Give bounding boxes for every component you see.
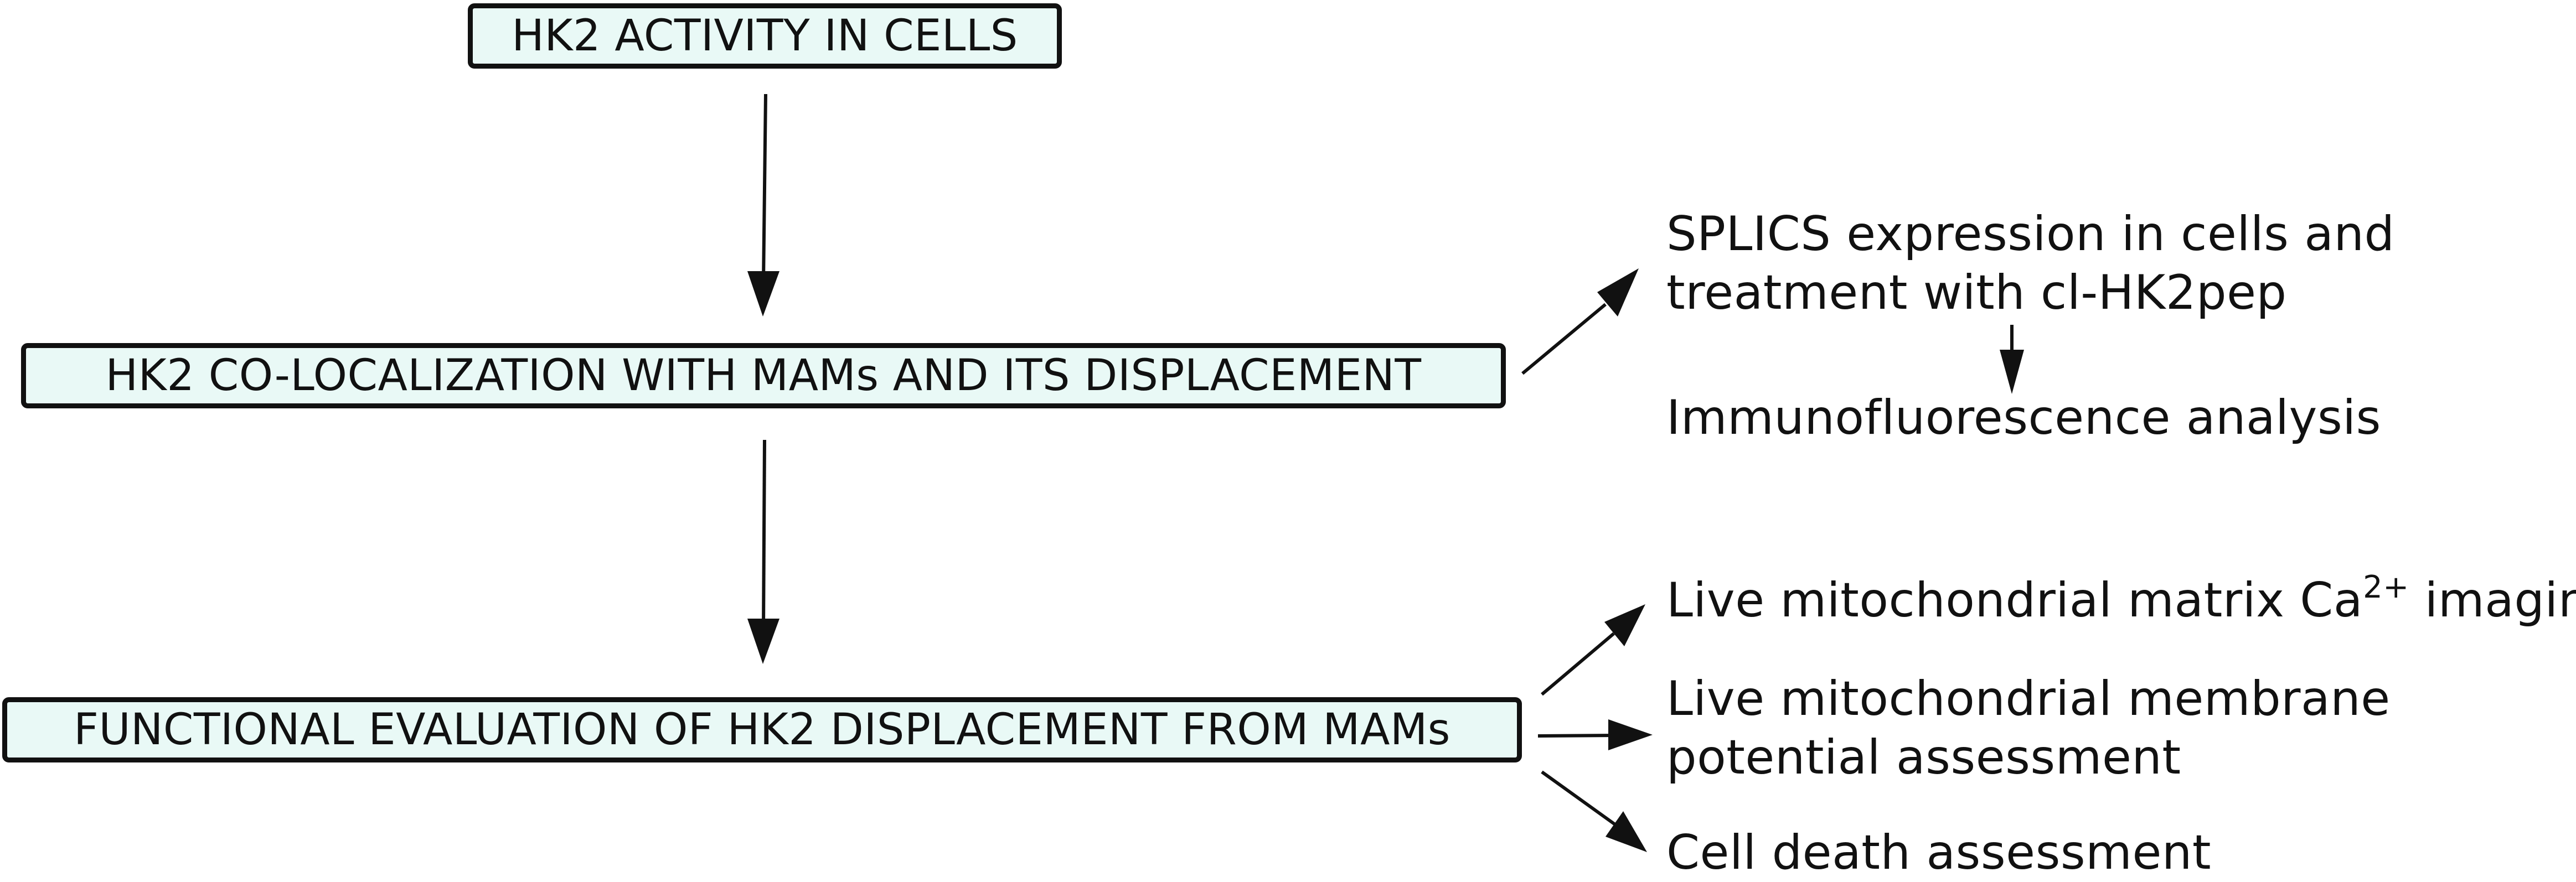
membrane-line-2: potential assessment: [1666, 730, 2181, 785]
hk2-activity-text: HK2 ACTIVITY IN CELLS: [512, 11, 1018, 61]
arrow-activity-to-colocalization: [747, 94, 779, 317]
ca-imaging-suffix: imaging: [2424, 573, 2576, 628]
arrow-functional-to-membrane-potential: [1537, 719, 1653, 750]
ca-imaging-label: Live mitochondrial matrix Ca2+ imaging: [1666, 571, 2576, 630]
ca-imaging-prefix: Live mitochondrial matrix Ca: [1666, 573, 2363, 628]
arrow-splics-to-immunofluorescence: [2000, 325, 2024, 394]
arrow-colocalization-to-functional: [747, 439, 779, 664]
arrow-functional-to-ca-imaging: [1541, 604, 1645, 696]
arrow-colocalization-to-splics: [1521, 268, 1639, 375]
splics-line-1: SPLICS expression in cells and: [1666, 206, 2395, 262]
functional-evaluation-box: FUNCTIONAL EVALUATION OF HK2 DISPLACEMEN…: [2, 697, 1522, 762]
splics-line-2: treatment with cl-HK2pep: [1666, 265, 2287, 320]
membrane-line-1: Live mitochondrial membrane: [1666, 671, 2391, 727]
membrane-potential-label: Live mitochondrial membrane potential as…: [1666, 670, 2391, 787]
ca-imaging-superscript: 2+: [2363, 569, 2409, 605]
splics-label: SPLICS expression in cells and treatment…: [1666, 205, 2395, 322]
colocalization-text: HK2 CO-LOCALIZATION WITH MAMs AND ITS DI…: [105, 351, 1422, 401]
immunofluorescence-label: Immunofluorescence analysis: [1666, 390, 2381, 445]
colocalization-box: HK2 CO-LOCALIZATION WITH MAMs AND ITS DI…: [21, 343, 1506, 408]
cell-death-label: Cell death assessment: [1666, 825, 2212, 880]
hk2-activity-box: HK2 ACTIVITY IN CELLS: [468, 3, 1062, 69]
functional-evaluation-text: FUNCTIONAL EVALUATION OF HK2 DISPLACEMEN…: [74, 705, 1450, 755]
arrow-functional-to-cell-death: [1541, 770, 1647, 852]
